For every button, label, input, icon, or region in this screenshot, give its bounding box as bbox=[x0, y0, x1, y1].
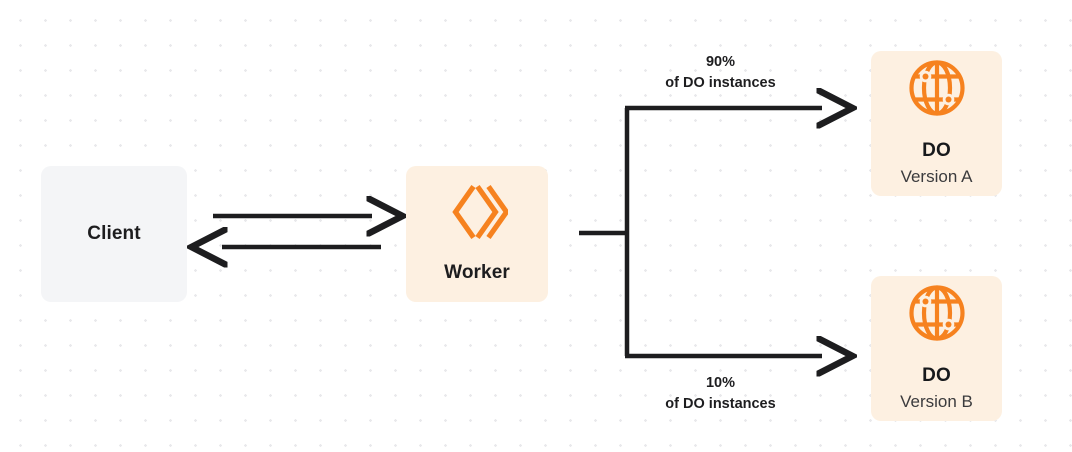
edge-label-do-b-percent: 10% bbox=[705, 375, 736, 391]
durable-object-globe-icon bbox=[908, 284, 966, 347]
node-do-version-b[interactable]: DO Version B bbox=[871, 276, 1002, 421]
node-client[interactable]: Client bbox=[41, 166, 187, 302]
node-worker-title: Worker bbox=[444, 262, 510, 284]
edge-label-do-b-detail: of DO instances bbox=[665, 395, 776, 412]
edge-label-do-b: 10% of DO instances bbox=[618, 373, 823, 414]
edge-worker-branch-trunk bbox=[579, 108, 630, 356]
edge-label-do-a-detail: of DO instances bbox=[665, 74, 776, 91]
node-do-b-subtitle: Version B bbox=[900, 392, 973, 412]
node-do-a-title: DO bbox=[922, 139, 951, 161]
node-worker[interactable]: Worker bbox=[406, 166, 548, 302]
node-do-version-a[interactable]: DO Version A bbox=[871, 51, 1002, 196]
durable-object-globe-icon bbox=[908, 59, 966, 122]
node-do-b-title: DO bbox=[922, 364, 951, 386]
cloudflare-workers-icon bbox=[446, 183, 510, 246]
edge-label-do-a: 90% of DO instances bbox=[618, 52, 823, 93]
edge-label-do-a-percent: 90% bbox=[705, 54, 736, 70]
node-client-title: Client bbox=[87, 222, 141, 244]
node-do-a-subtitle: Version A bbox=[900, 167, 973, 187]
